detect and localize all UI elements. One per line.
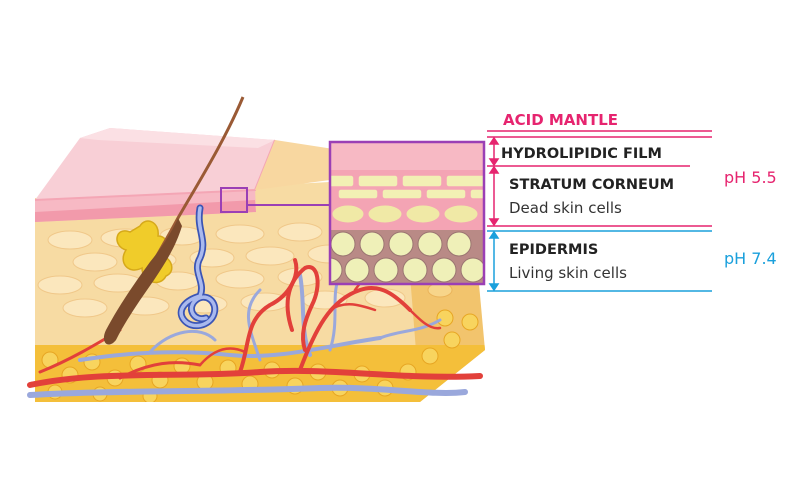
acid-mantle-label: ACID MANTLE [503, 111, 618, 129]
ph-inner-label: pH 7.4 [724, 249, 777, 268]
hydrolipidic-film-label: HYDROLIPIDIC FILM [501, 146, 662, 162]
skin-surface [35, 128, 275, 200]
ph-outer-label: pH 5.5 [724, 168, 777, 187]
stratum-corneum-label: STRATUM CORNEUM [509, 177, 674, 193]
zoom-frame [328, 140, 486, 286]
sweat-gland-icon [177, 204, 219, 330]
epidermis-label: EPIDERMIS [509, 242, 598, 258]
stratum-corneum-desc: Dead skin cells [509, 199, 622, 217]
epidermis-desc: Living skin cells [509, 264, 627, 282]
zoom-callout [220, 140, 486, 286]
hair-shaft-icon [103, 96, 245, 345]
zoom-source-box [220, 187, 248, 213]
layer-brackets [487, 130, 712, 292]
